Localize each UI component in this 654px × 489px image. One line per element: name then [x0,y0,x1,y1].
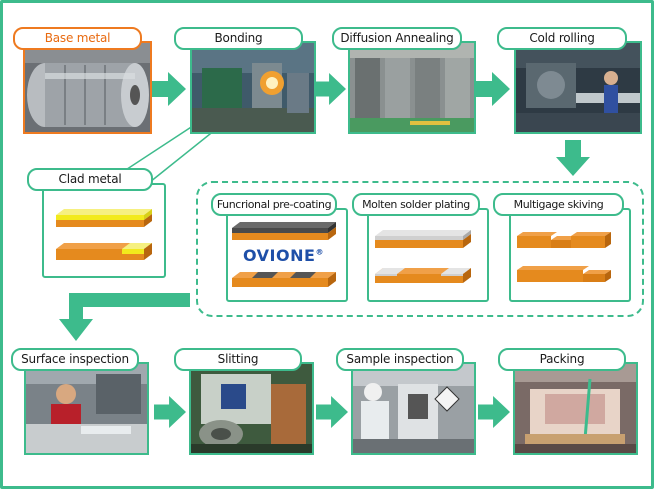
label-diffusion-annealing: Diffusion Annealing [332,27,462,50]
label-slitting: Slitting [174,348,302,371]
label-clad-metal: Clad metal [27,168,153,191]
card-multigage-skiving [509,208,631,302]
label-bonding: Bonding [174,27,303,50]
arrow-right-5 [316,396,348,428]
label-molten-solder-plating: Molten solder plating [352,193,480,216]
photo-cold-rolling [514,41,642,134]
ovione-brand: OVIONE® [243,246,324,265]
card-clad-metal [42,183,166,278]
label-sample-inspection: Sample inspection [336,348,464,371]
photo-slitting [189,362,314,455]
photo-bonding [190,41,316,134]
label-surface-inspection: Surface inspection [11,348,139,371]
photo-diffusion-annealing [348,41,476,134]
photo-sample-inspection [351,362,476,455]
label-functional-precoating: Funcrional pre-coating [211,193,337,216]
arrow-right-3 [476,72,510,106]
card-molten-solder-plating [367,208,489,302]
arrow-right-4 [154,396,186,428]
optional-processes-group [196,181,644,317]
arrow-down-right [556,140,590,176]
photo-surface-inspection [24,362,149,455]
photo-packing [513,362,638,455]
arrow-right-1 [152,72,186,106]
card-functional-precoating [226,208,348,302]
photo-base-metal [23,41,152,134]
arrow-elbow-down-left [59,293,190,341]
label-packing: Packing [498,348,626,371]
label-cold-rolling: Cold rolling [497,27,627,50]
label-base-metal: Base metal [13,27,142,50]
arrow-right-2 [314,73,346,105]
label-multigage-skiving: Multigage skiving [493,193,624,216]
arrow-right-6 [478,396,510,428]
